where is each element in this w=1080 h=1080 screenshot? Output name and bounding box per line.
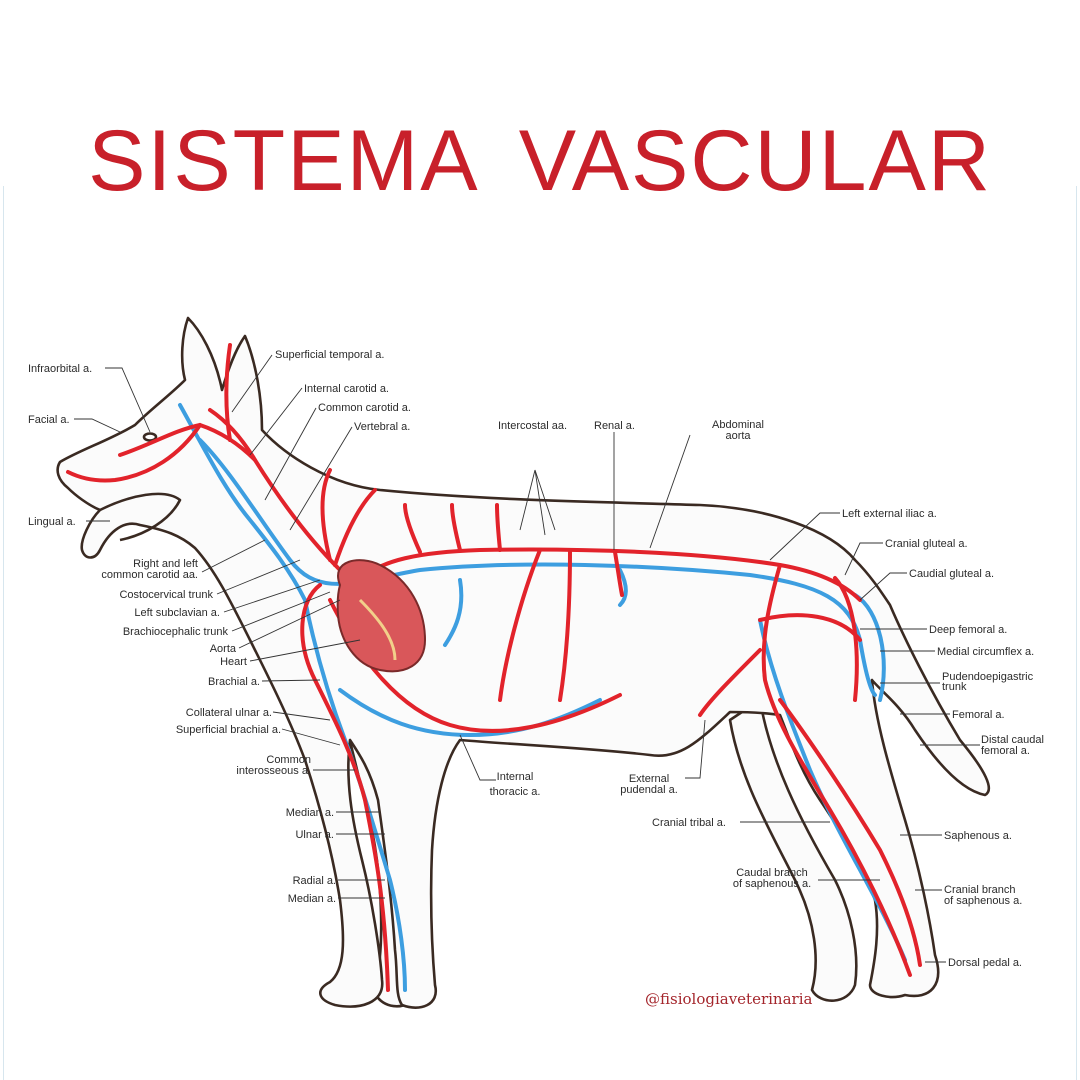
label-radial: Radial a.	[293, 875, 336, 887]
artery-brachial	[300, 583, 390, 992]
label-collateral-ulnar: Collateral ulnar a.	[186, 707, 272, 719]
label-heart: Heart	[220, 656, 247, 668]
artery-superficial-temporal	[224, 343, 232, 442]
label-internal-carotid: Internal carotid a.	[304, 383, 389, 395]
label-common-interosseous-1: Common	[266, 754, 311, 766]
label-brachiocephalic: Brachiocephalic trunk	[123, 626, 229, 638]
heart-shape	[336, 559, 427, 673]
label-renal: Renal a.	[594, 420, 635, 432]
artery-intercostal-1	[403, 503, 422, 554]
label-lingual: Lingual a.	[28, 516, 76, 528]
artery-external-pudendal	[698, 648, 762, 717]
arteries	[66, 343, 922, 992]
label-internal-thoracic-1: Internal	[497, 771, 534, 783]
leader-lines	[74, 354, 980, 963]
heart-vessels	[358, 598, 397, 661]
label-common-carotid: Common carotid a.	[318, 402, 411, 414]
mouth	[99, 492, 182, 542]
top-labels: Superficial temporal a. Internal carotid…	[275, 349, 764, 442]
artery-aorta	[358, 547, 862, 602]
label-right-left-carotid-1: Right and left	[133, 558, 198, 570]
label-distal-caudal-femoral-2: femoral a.	[981, 745, 1030, 757]
artery-intercostal-2	[450, 503, 462, 552]
label-brachial: Brachial a.	[208, 676, 260, 688]
vein-branch-1	[443, 578, 464, 647]
label-saphenous: Saphenous a.	[944, 830, 1012, 842]
label-left-external-iliac: Left external iliac a.	[842, 508, 937, 520]
label-costocervical: Costocervical trunk	[119, 589, 213, 601]
eye	[142, 432, 158, 442]
watermark: @fisiologiaveterinaria	[645, 990, 813, 1008]
label-left-subclavian: Left subclavian a.	[134, 607, 220, 619]
label-external-pudendal-1: External	[629, 773, 669, 785]
label-cranial-tibial: Cranial tribal a.	[652, 817, 726, 829]
artery-saphenous	[778, 698, 922, 967]
label-caudal-branch-2: of saphenous a.	[733, 878, 811, 890]
label-caudal-gluteal: Caudial gluteal a.	[909, 568, 994, 580]
frame-left-line	[3, 186, 4, 1080]
frame-right-line	[1076, 186, 1077, 1080]
artery-intercostal-5	[558, 548, 572, 702]
label-distal-caudal-femoral-1: Distal caudal	[981, 734, 1044, 746]
label-vertebral: Vertebral a.	[354, 421, 410, 433]
artery-facial	[66, 423, 202, 483]
artery-intercostal-4	[498, 548, 542, 702]
page-title: SISTEMA VASCULAR	[88, 113, 992, 209]
label-cranial-gluteal: Cranial gluteal a.	[885, 538, 968, 550]
label-cranial-branch-1: Cranial branch	[944, 884, 1016, 896]
artery-costocervical	[333, 488, 377, 567]
heart	[336, 559, 427, 673]
label-internal-thoracic-2: thoracic a.	[490, 786, 541, 798]
label-median-lower: Median a.	[288, 893, 336, 905]
label-superficial-temporal: Superficial temporal a.	[275, 349, 384, 361]
label-median-upper: Median a.	[286, 807, 334, 819]
label-deep-femoral: Deep femoral a.	[929, 624, 1007, 636]
label-external-pudendal-2: pudendal a.	[620, 784, 678, 796]
label-facial: Facial a.	[28, 414, 70, 426]
artery-deep-femoral	[758, 613, 862, 642]
artery-caudal-gluteal	[833, 576, 859, 702]
label-infraorbital: Infraorbital a.	[28, 363, 92, 375]
artery-vertebral	[320, 468, 332, 562]
bottom-labels: Internal thoracic a. External pudendal a…	[490, 771, 812, 890]
label-aorta: Aorta	[210, 643, 237, 655]
left-labels: Infraorbital a. Facial a. Lingual a. Rig…	[28, 363, 336, 905]
far-hind-leg	[728, 698, 858, 1002]
label-right-left-carotid-2: common carotid aa.	[101, 569, 198, 581]
label-abdominal-aorta-2: aorta	[725, 430, 751, 442]
label-medial-circumflex: Medial circumflex a.	[937, 646, 1034, 658]
label-femoral: Femoral a.	[952, 709, 1005, 721]
vein-branch-2	[618, 568, 628, 607]
vein-tail	[853, 593, 886, 702]
label-pudendoepigastric-2: trunk	[942, 681, 967, 693]
vein-jugular	[178, 403, 307, 602]
label-pudendoepigastric-1: Pudendoepigastric	[942, 671, 1034, 683]
label-caudal-branch-1: Caudal branch	[736, 867, 808, 879]
body-outline	[56, 316, 991, 1009]
right-labels: Left external iliac a. Cranial gluteal a…	[842, 508, 1044, 969]
label-dorsal-pedal: Dorsal pedal a.	[948, 957, 1022, 969]
label-ulnar: Ulnar a.	[295, 829, 334, 841]
artery-femoral	[761, 563, 912, 977]
label-cranial-branch-2: of saphenous a.	[944, 895, 1022, 907]
artery-intercostal-3	[495, 503, 502, 552]
label-superficial-brachial: Superficial brachial a.	[176, 724, 281, 736]
artery-renal	[613, 550, 624, 597]
label-common-interosseous-2: interosseous a.	[236, 765, 311, 777]
label-intercostal: Intercostal aa.	[498, 420, 567, 432]
label-abdominal-aorta-1: Abdominal	[712, 419, 764, 431]
